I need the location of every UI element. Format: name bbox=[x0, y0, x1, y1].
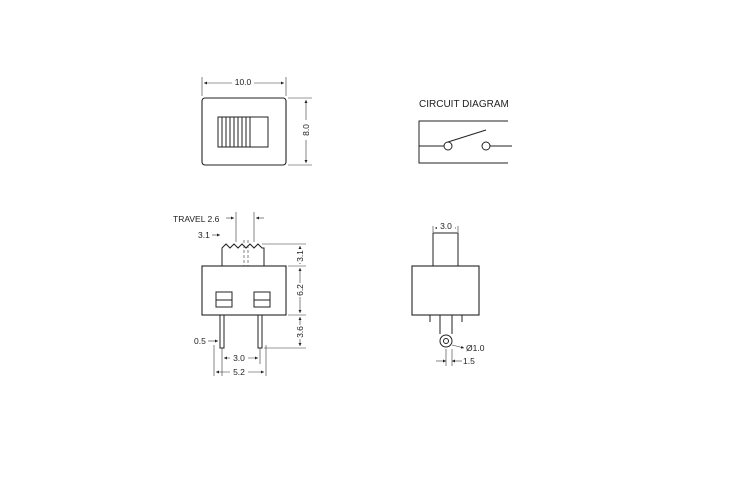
pin-span-label: 5.2 bbox=[233, 367, 245, 377]
front-view-body bbox=[201, 265, 287, 316]
side-view: 3.0 Ø1.0 1.5 bbox=[411, 220, 485, 366]
front-view: TRAVEL 2.6 3.1 3.1 6.2 3.6 0. bbox=[173, 212, 307, 377]
travel-label: TRAVEL 2.6 bbox=[173, 214, 220, 224]
switch-arm bbox=[447, 129, 487, 143]
side-actuator bbox=[432, 232, 459, 267]
top-height-label: 3.1 bbox=[295, 250, 305, 262]
body-height-label: 6.2 bbox=[295, 284, 305, 296]
actuator-label: 3.1 bbox=[198, 230, 210, 240]
top-view: 10.0 8.0 bbox=[201, 77, 312, 166]
offset-label: 1.5 bbox=[463, 356, 475, 366]
circuit-diagram: CIRCUIT DIAGRAM bbox=[418, 99, 519, 164]
top-view-slot bbox=[217, 116, 269, 148]
contact-right bbox=[481, 141, 491, 151]
actuator-teeth bbox=[221, 243, 265, 266]
actuator-width-label: 3.0 bbox=[440, 221, 452, 231]
pin-length-label: 3.6 bbox=[295, 326, 305, 338]
height-label: 8.0 bbox=[301, 124, 311, 136]
side-view-body bbox=[411, 265, 480, 316]
side-pin bbox=[439, 315, 453, 334]
contact-left bbox=[443, 141, 453, 151]
top-view-knob bbox=[221, 117, 251, 147]
pin-hole bbox=[439, 334, 453, 348]
circuit-title: CIRCUIT DIAGRAM bbox=[419, 99, 509, 110]
pin-pitch-label: 3.0 bbox=[233, 353, 245, 363]
width-label: 10.0 bbox=[235, 77, 252, 87]
pin-right bbox=[257, 314, 263, 349]
top-view-body bbox=[201, 97, 287, 166]
hole-label: Ø1.0 bbox=[466, 343, 485, 353]
pin-width-label: 0.5 bbox=[194, 336, 206, 346]
circuit-frame bbox=[418, 120, 519, 164]
pin-left bbox=[219, 314, 225, 349]
